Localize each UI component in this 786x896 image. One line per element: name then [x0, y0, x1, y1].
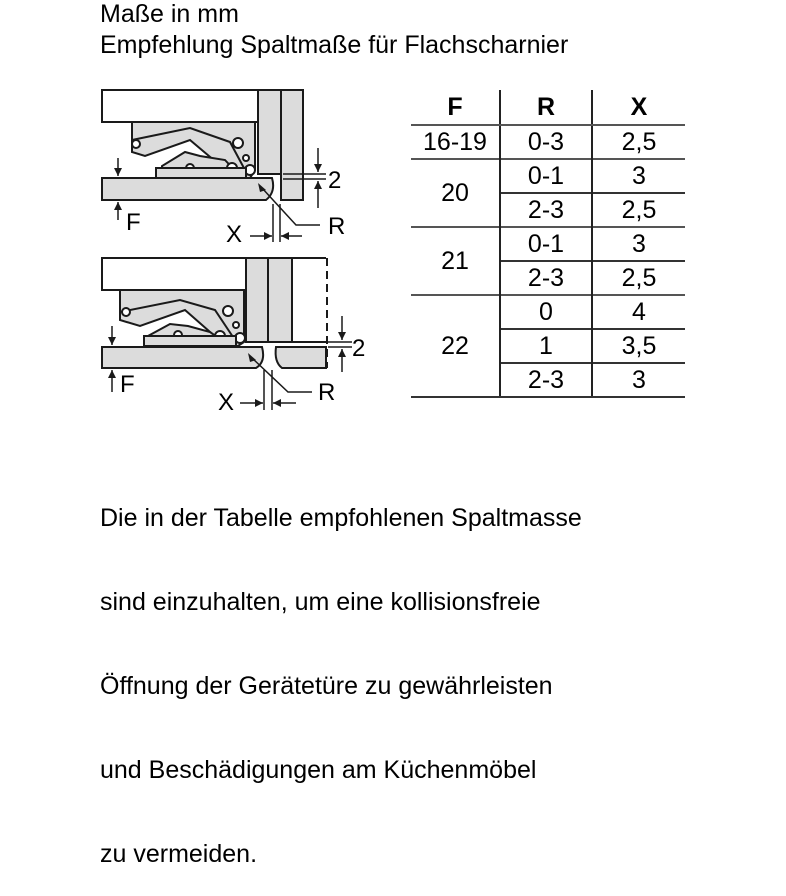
- cell-x: 2,5: [621, 128, 657, 156]
- cell-r: 2-3: [500, 260, 593, 295]
- thickness-label: F: [126, 209, 141, 236]
- cell-x: 3,5: [592, 328, 685, 363]
- table-row: 2-3 3: [411, 362, 685, 398]
- table-row: 22 0 4: [411, 294, 685, 398]
- gap-label: 2: [328, 167, 341, 194]
- cell-x: 4: [592, 294, 685, 329]
- cell-x: 3: [592, 158, 685, 193]
- table-row: 21 0-1 3: [411, 226, 685, 295]
- radius-label: R: [318, 379, 335, 406]
- cell-x: 3: [592, 362, 685, 398]
- header-r: R: [500, 90, 593, 126]
- cell-f: 21: [411, 226, 501, 295]
- cell-x: 2,5: [592, 260, 685, 295]
- units-caption: Maße in mm: [100, 0, 239, 28]
- radius-label: R: [328, 213, 345, 240]
- note-line: Die in der Tabelle empfohlenen Spaltmass…: [100, 504, 582, 532]
- hinge-gap-diagram-flush: 2 F X R: [101, 89, 345, 248]
- header-f: F: [411, 90, 501, 126]
- cell-r: 0-3: [500, 125, 593, 159]
- cell-r: 2-3: [500, 192, 593, 227]
- cell-r: 0-1: [500, 158, 593, 193]
- section-title: Empfehlung Spaltmaße für Flachscharnier: [100, 31, 569, 59]
- note-line: zu vermeiden.: [100, 840, 258, 868]
- table-row: 2-3 2,5: [411, 260, 685, 295]
- header-x: X: [592, 90, 685, 126]
- note-line: Öffnung der Gerätetüre zu gewährleisten: [100, 672, 553, 700]
- table-header-row: F R X: [411, 90, 685, 126]
- cell-f: 20: [411, 158, 501, 227]
- cell-r: 1: [500, 328, 593, 363]
- table-row: 2-3 2,5: [411, 192, 685, 227]
- cell-r: 2-3: [500, 362, 593, 398]
- gap-label: 2: [352, 335, 365, 362]
- gap-x-label: X: [218, 389, 234, 416]
- cell-f: 16-19: [411, 125, 501, 159]
- cell-f: 22: [411, 294, 501, 398]
- installation-note: Die in der Tabelle empfohlenen Spaltmass…: [100, 448, 582, 896]
- gap-x-label: X: [226, 221, 242, 248]
- table-row: 16-19 0-3 2,5: [411, 125, 685, 159]
- cell-r: 0-1: [500, 226, 593, 261]
- table-row: 20 0-1 3: [411, 158, 685, 227]
- table-row: 1 3,5: [411, 328, 685, 363]
- hinge-gap-diagram-adjacent: 2 F X R: [101, 257, 365, 416]
- cell-x: 3: [592, 226, 685, 261]
- note-line: sind einzuhalten, um eine kollisionsfrei…: [100, 588, 541, 616]
- gap-table: F R X 16-19 0-3 2,5 20 0-1 3 2-3 2,5 21 …: [411, 90, 685, 398]
- cell-x: 2,5: [592, 192, 685, 227]
- cell-r: 0: [500, 294, 593, 329]
- note-line: und Beschädigungen am Küchenmöbel: [100, 756, 537, 784]
- thickness-label: F: [120, 371, 135, 398]
